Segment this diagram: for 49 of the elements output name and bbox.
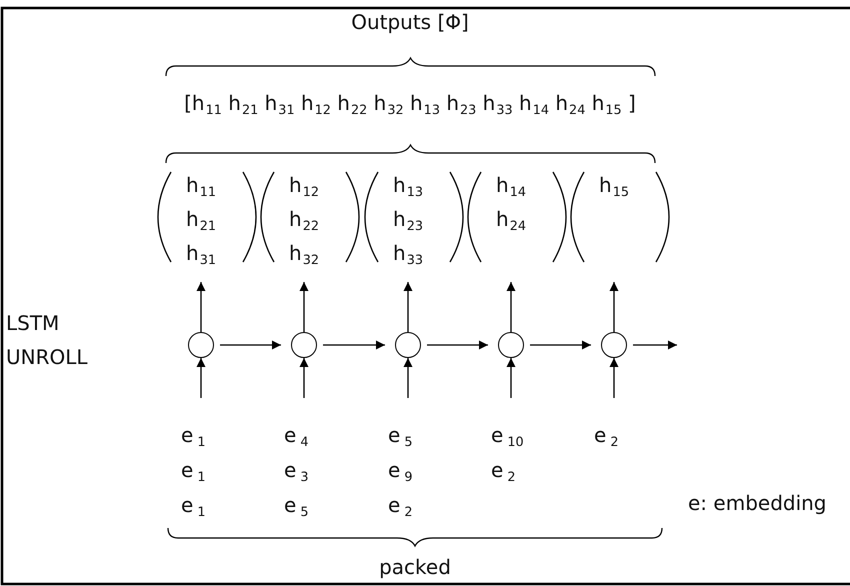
lstm-cell — [498, 332, 524, 358]
arrow — [220, 340, 281, 350]
embedding-entry: e$_{4}$ — [284, 422, 308, 452]
bracket-label: packed — [379, 555, 451, 579]
arrow — [506, 358, 516, 398]
embedding-entry: e$_{2}$ — [388, 492, 412, 522]
arrow — [506, 282, 516, 332]
embedding-entry: e$_{10}$ — [491, 422, 524, 452]
output-sequence: [h$_{11}$ h$_{21}$ h$_{31}$ h$_{12}$ h$_{22}$ h$_{32}$ h$_{13}$ h$_{23}$ h$_{33}$ h$_{14}$ h$_{24}$ h$_{15}$ ] — [184, 91, 636, 115]
arrow — [633, 340, 677, 350]
vector-entry: h$_{32}$ — [289, 240, 319, 270]
arrow — [610, 358, 618, 398]
lstm-cell — [188, 332, 214, 358]
embedding-entry: e$_{3}$ — [284, 457, 308, 487]
vector-entry: h$_{24}$ — [496, 206, 526, 236]
embedding-entry: e$_{9}$ — [388, 457, 412, 487]
lstm-cell — [291, 332, 317, 358]
vector-entry: h$_{13}$ — [393, 172, 423, 202]
arrow — [530, 340, 591, 350]
arrow — [323, 340, 385, 350]
arrow — [610, 282, 618, 332]
vector-entry: h$_{21}$ — [186, 206, 216, 236]
embedding-entry: e$_{1}$ — [181, 422, 206, 452]
arrow — [404, 282, 412, 332]
arrow — [300, 358, 308, 398]
vector-entry: h$_{12}$ — [289, 172, 319, 202]
legend-note: e: embedding — [688, 491, 827, 515]
arrow — [196, 282, 206, 332]
embedding-entry: e$_{1}$ — [181, 492, 206, 522]
vector-entry: h$_{15}$ — [599, 172, 629, 202]
embedding-entry: e$_{2}$ — [594, 422, 618, 452]
embedding-entry: e$_{1}$ — [181, 457, 206, 487]
arrow — [404, 358, 412, 398]
vector-entry: h$_{33}$ — [393, 240, 423, 270]
side-label: LSTM UNROLL — [6, 310, 89, 371]
vector-entry: h$_{31}$ — [186, 240, 216, 270]
embedding-entry: e$_{5}$ — [388, 422, 412, 452]
vector-entry: h$_{14}$ — [496, 172, 526, 202]
arrow — [427, 340, 488, 350]
lstm-cell — [395, 332, 421, 358]
output-heading: Outputs [Φ] — [351, 10, 469, 34]
vector-entry: h$_{11}$ — [186, 172, 216, 202]
vector-entry: h$_{22}$ — [289, 206, 319, 236]
arrow — [300, 282, 308, 332]
vector-entry: h$_{23}$ — [393, 206, 423, 236]
arrow — [196, 358, 206, 398]
embedding-entry: e$_{2}$ — [491, 457, 516, 487]
embedding-entry: e$_{5}$ — [284, 492, 308, 522]
lstm-cell — [601, 332, 627, 358]
